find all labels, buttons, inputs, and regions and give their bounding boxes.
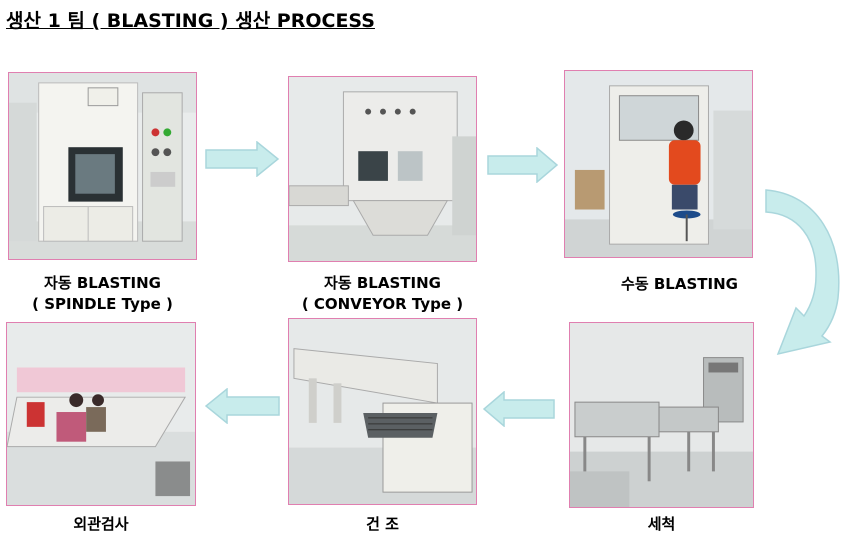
photo-washing — [569, 322, 754, 508]
page-title: 생산 1 팀 ( BLASTING ) 생산 PROCESS — [6, 10, 375, 32]
step-label-line1: 자동 BLASTING — [44, 274, 161, 292]
step-label-spindle: 자동 BLASTING ( SPINDLE Type ) — [8, 273, 197, 315]
left-arrow-icon — [483, 391, 555, 427]
step-label-conveyor: 자동 BLASTING ( CONVEYOR Type ) — [288, 273, 477, 315]
step-label-inspection: 외관검사 — [6, 514, 196, 535]
step-label-drying: 건 조 — [288, 514, 477, 535]
photo-visual-inspection — [6, 322, 196, 506]
right-arrow-icon — [205, 141, 280, 177]
photo-drying — [288, 318, 477, 505]
step-label-line1: 외관검사 — [73, 515, 129, 533]
photo-manual-blasting — [564, 70, 753, 258]
step-label-line2: ( SPINDLE Type ) — [32, 295, 173, 313]
step-label-manual: 수동 BLASTING — [585, 274, 774, 295]
curved-down-arrow-icon — [765, 189, 840, 356]
photo-spindle-blasting — [8, 72, 197, 260]
step-label-line1: 세척 — [647, 515, 676, 533]
right-arrow-icon — [487, 147, 559, 183]
photo-conveyor-blasting — [288, 76, 477, 262]
step-label-line2: ( CONVEYOR Type ) — [301, 295, 464, 313]
step-label-line1: 자동 BLASTING — [324, 274, 441, 292]
step-label-line1: 건 조 — [366, 515, 399, 533]
step-label-washing: 세척 — [569, 514, 754, 535]
left-arrow-icon — [205, 388, 280, 424]
step-label-line1: 수동 BLASTING — [621, 275, 738, 293]
